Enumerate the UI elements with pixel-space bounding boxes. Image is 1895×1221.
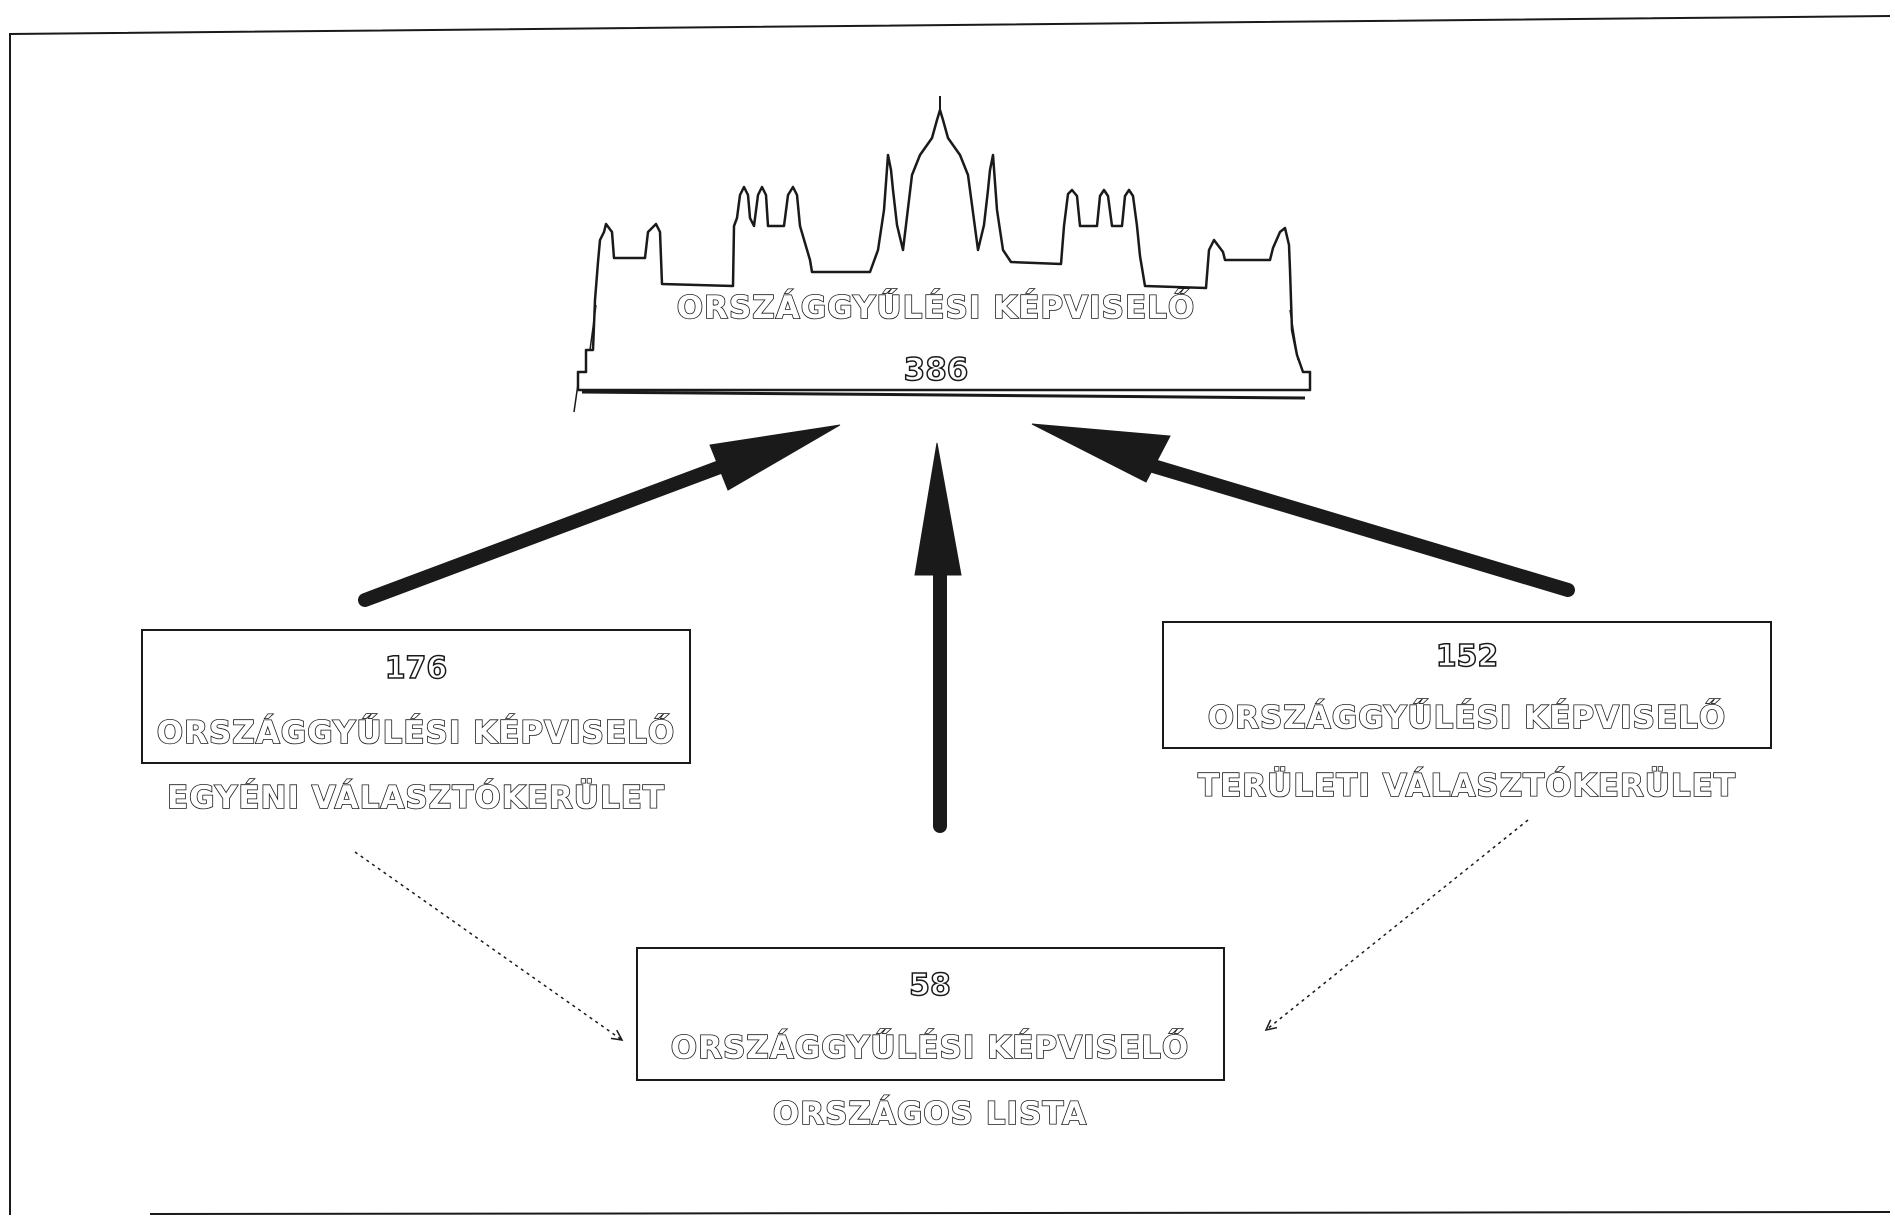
page-frame-bottom — [149, 1211, 1891, 1215]
arrow-left-shaft — [358, 445, 767, 607]
regional-label: ORSZÁGGYŰLÉSI KÉPVISELŐ — [1208, 699, 1727, 736]
parliament-count: 386 — [904, 352, 969, 388]
national-list-box: 58 ORSZÁGGYŰLÉSI KÉPVISELŐ — [636, 947, 1225, 1081]
individual-label: ORSZÁGGYŰLÉSI KÉPVISELŐ — [157, 714, 676, 751]
regional-constituency-box: 152 ORSZÁGGYŰLÉSI KÉPVISELŐ — [1162, 621, 1772, 749]
national-count: 58 — [909, 968, 951, 1003]
dotted-arrow-left — [354, 851, 624, 1041]
national-caption: ORSZÁGOS LISTA — [773, 1096, 1087, 1132]
arrow-right-shaft — [1133, 455, 1575, 597]
page-frame — [9, 15, 1891, 1215]
national-label: ORSZÁGGYŰLÉSI KÉPVISELŐ — [671, 1029, 1190, 1066]
arrows — [358, 423, 1575, 833]
parliament-label: ORSZÁGGYŰLÉSI KÉPVISELŐ — [677, 289, 1196, 326]
parliament-building-icon — [573, 96, 1312, 413]
individual-count: 176 — [385, 651, 448, 686]
arrow-center-head — [914, 442, 962, 576]
dotted-arrow-right — [1264, 819, 1529, 1032]
regional-caption: TERÜLETI VÁLASZTÓKERÜLET — [1198, 767, 1736, 804]
arrow-right-head — [1031, 423, 1171, 483]
regional-count: 152 — [1436, 639, 1499, 674]
individual-constituency-box: 176 ORSZÁGGYŰLÉSI KÉPVISELŐ — [141, 629, 691, 764]
arrow-left-head — [709, 424, 841, 491]
individual-caption: EGYÉNI VÁLASZTÓKERÜLET — [167, 779, 665, 816]
